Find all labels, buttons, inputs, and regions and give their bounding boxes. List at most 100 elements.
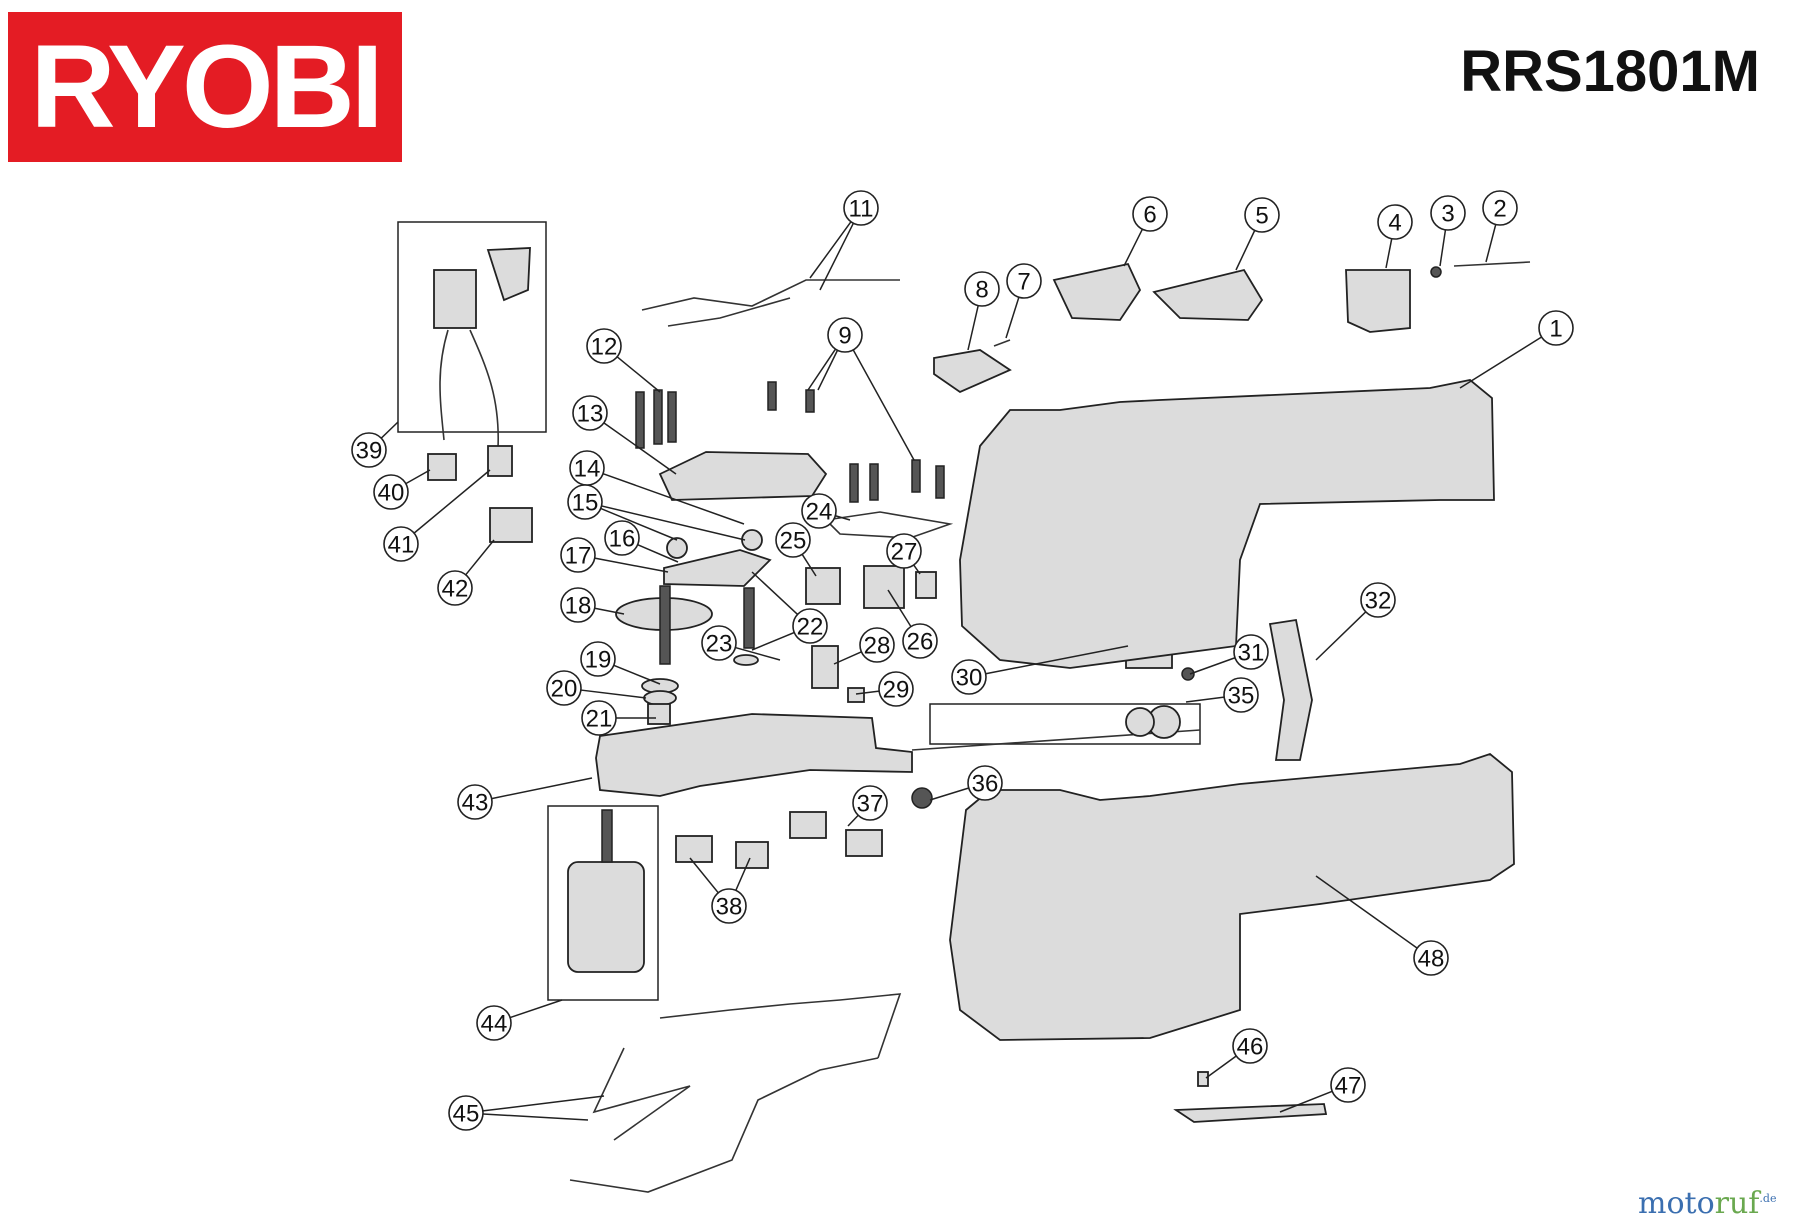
callout-number: 28: [864, 633, 891, 660]
callout-39: 39: [351, 432, 387, 468]
leader-line-9: [852, 349, 915, 461]
leader-line-22: [751, 571, 799, 615]
callout-20: 20: [546, 670, 582, 706]
leader-line-8: [967, 305, 979, 351]
terminal-41: [487, 445, 513, 477]
callout-38: 38: [711, 888, 747, 924]
callout-circle: [859, 627, 895, 663]
leader-line-20: [580, 689, 647, 699]
leader-line-36: [929, 787, 969, 801]
leader-line-26: [887, 589, 912, 627]
callout-27: 27: [886, 533, 922, 569]
callout-number: 23: [706, 631, 733, 658]
leader-line-43: [491, 777, 593, 800]
watermark-suffix: .de: [1759, 1192, 1777, 1205]
callout-number: 4: [1388, 210, 1401, 237]
screws-45: [569, 993, 902, 1193]
callout-circle: [604, 520, 640, 556]
callout-4: 4: [1377, 204, 1413, 240]
callout-3: 3: [1430, 195, 1466, 231]
motor-44: [567, 861, 645, 973]
callout-circle: [560, 537, 596, 573]
callout-number: 45: [453, 1101, 480, 1128]
callout-number: 29: [883, 677, 910, 704]
bushing-29: [847, 687, 865, 703]
bracket-4: [1345, 269, 1411, 333]
callout-circle: [951, 659, 987, 695]
callout-number: 17: [565, 543, 592, 570]
callout-circle: [801, 493, 837, 529]
gear-shaft: [659, 585, 671, 665]
leader-line-46: [1205, 1055, 1237, 1079]
callout-37: 37: [852, 785, 888, 821]
leader-line-32: [1315, 611, 1367, 661]
callout-12: 12: [586, 328, 622, 364]
callout-number: 24: [806, 499, 833, 526]
callout-number: 13: [577, 401, 604, 428]
callout-circle: [586, 328, 622, 364]
callout-number: 19: [585, 647, 612, 674]
leader-line-13: [603, 422, 677, 475]
callout-circle: [886, 533, 922, 569]
callout-8: 8: [964, 271, 1000, 307]
callout-number: 42: [442, 576, 469, 603]
block-27: [915, 571, 937, 599]
block-26: [863, 565, 905, 609]
block-25: [805, 567, 841, 605]
leader-line-28: [833, 651, 862, 665]
terminal-40: [427, 453, 457, 481]
leader-line-17: [594, 557, 669, 573]
hex-key-47: [1173, 1103, 1328, 1123]
callout-42: 42: [437, 570, 473, 606]
callout-13: 13: [572, 395, 608, 431]
callout-circle: [878, 671, 914, 707]
brush-38b: [735, 841, 769, 869]
callout-circle: [1377, 204, 1413, 240]
callout-32: 32: [1360, 582, 1396, 618]
callout-number: 37: [857, 791, 884, 818]
callout-number: 3: [1441, 201, 1454, 228]
callout-number: 26: [907, 629, 934, 656]
gasket-24: [824, 511, 954, 539]
callout-number: 20: [551, 676, 578, 703]
callout-circle: [792, 608, 828, 644]
callout-circle: [1430, 195, 1466, 231]
callout-number: 43: [462, 790, 489, 817]
spring-7: [993, 339, 1011, 347]
callout-25: 25: [775, 522, 811, 558]
callout-30: 30: [951, 659, 987, 695]
callout-number: 38: [716, 894, 743, 921]
callout-35: 35: [1223, 677, 1259, 713]
leader-line-6: [1123, 228, 1144, 267]
leader-line-7: [1005, 296, 1020, 339]
blade-clamp-32: [1268, 618, 1313, 761]
callout-19: 19: [580, 641, 616, 677]
callout-circle: [580, 641, 616, 677]
washer-3: [1430, 266, 1442, 278]
leader-line-11: [819, 222, 855, 291]
callout-circle: [711, 888, 747, 924]
leader-line-25: [801, 553, 817, 577]
washer-16: [666, 537, 688, 559]
callout-circle: [827, 317, 863, 353]
callout-number: 35: [1228, 683, 1255, 710]
callout-16: 16: [604, 520, 640, 556]
brush-37a: [789, 811, 827, 839]
callout-circle: [1538, 310, 1574, 346]
leader-line-48: [1315, 875, 1418, 949]
leader-line-40: [405, 469, 431, 485]
callout-11: 11: [843, 190, 879, 226]
callout-number: 18: [565, 593, 592, 620]
switch-assembly-frame: [397, 221, 547, 433]
callout-number: 22: [797, 614, 824, 641]
callout-circle: [1360, 582, 1396, 618]
motor-housing-half-48: [949, 752, 1515, 1041]
leader-line-37: [847, 814, 859, 827]
motor-housing-half-1: [959, 379, 1495, 669]
leader-line-19: [613, 664, 661, 685]
brush-38a: [675, 835, 713, 863]
callout-circle: [581, 700, 617, 736]
callout-31: 31: [1233, 634, 1269, 670]
callout-circle: [560, 587, 596, 623]
callout-number: 9: [838, 323, 851, 350]
